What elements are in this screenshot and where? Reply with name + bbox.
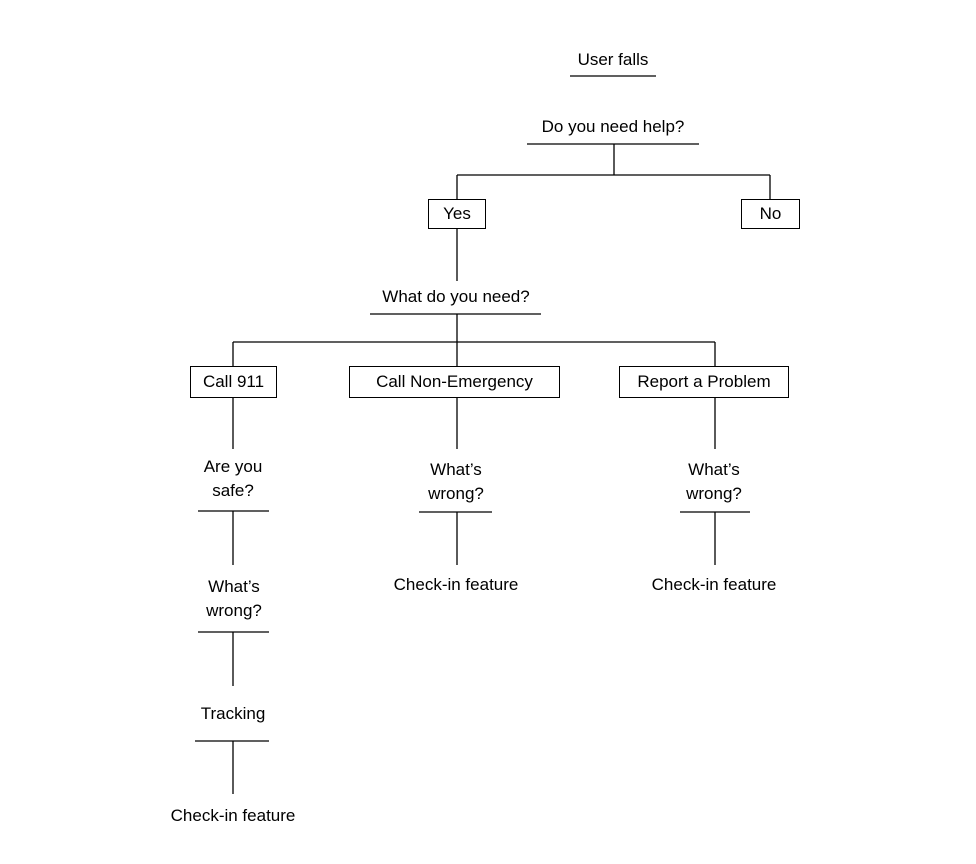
whats-wrong-911-line2: wrong? (206, 601, 262, 620)
node-check-in-nonemergency: Check-in feature (393, 575, 519, 594)
node-yes-box: Yes (428, 199, 486, 229)
node-check-in-911: Check-in feature (170, 806, 296, 825)
node-tracking: Tracking (200, 704, 266, 723)
are-you-safe-line1: Are you (203, 457, 263, 476)
node-what-need-question: What do you need? (382, 287, 530, 306)
node-report-problem-box: Report a Problem (619, 366, 789, 398)
node-whats-wrong-nonemergency: What’s wrong? (428, 458, 484, 506)
node-whats-wrong-911: What’s wrong? (206, 575, 262, 623)
node-call-non-emergency-box: Call Non-Emergency (349, 366, 560, 398)
whats-wrong-nonemergency-line1: What’s (430, 460, 482, 479)
node-check-in-report: Check-in feature (651, 575, 777, 594)
node-user-falls: User falls (577, 50, 649, 69)
node-are-you-safe: Are you safe? (204, 455, 263, 503)
node-need-help-question: Do you need help? (541, 117, 685, 136)
node-whats-wrong-report: What’s wrong? (686, 458, 742, 506)
node-no-box: No (741, 199, 800, 229)
node-call-911-box: Call 911 (190, 366, 277, 398)
whats-wrong-report-line1: What’s (688, 460, 740, 479)
whats-wrong-911-line1: What’s (208, 577, 260, 596)
whats-wrong-nonemergency-line2: wrong? (428, 484, 484, 503)
are-you-safe-line2: safe? (212, 481, 254, 500)
whats-wrong-report-line2: wrong? (686, 484, 742, 503)
